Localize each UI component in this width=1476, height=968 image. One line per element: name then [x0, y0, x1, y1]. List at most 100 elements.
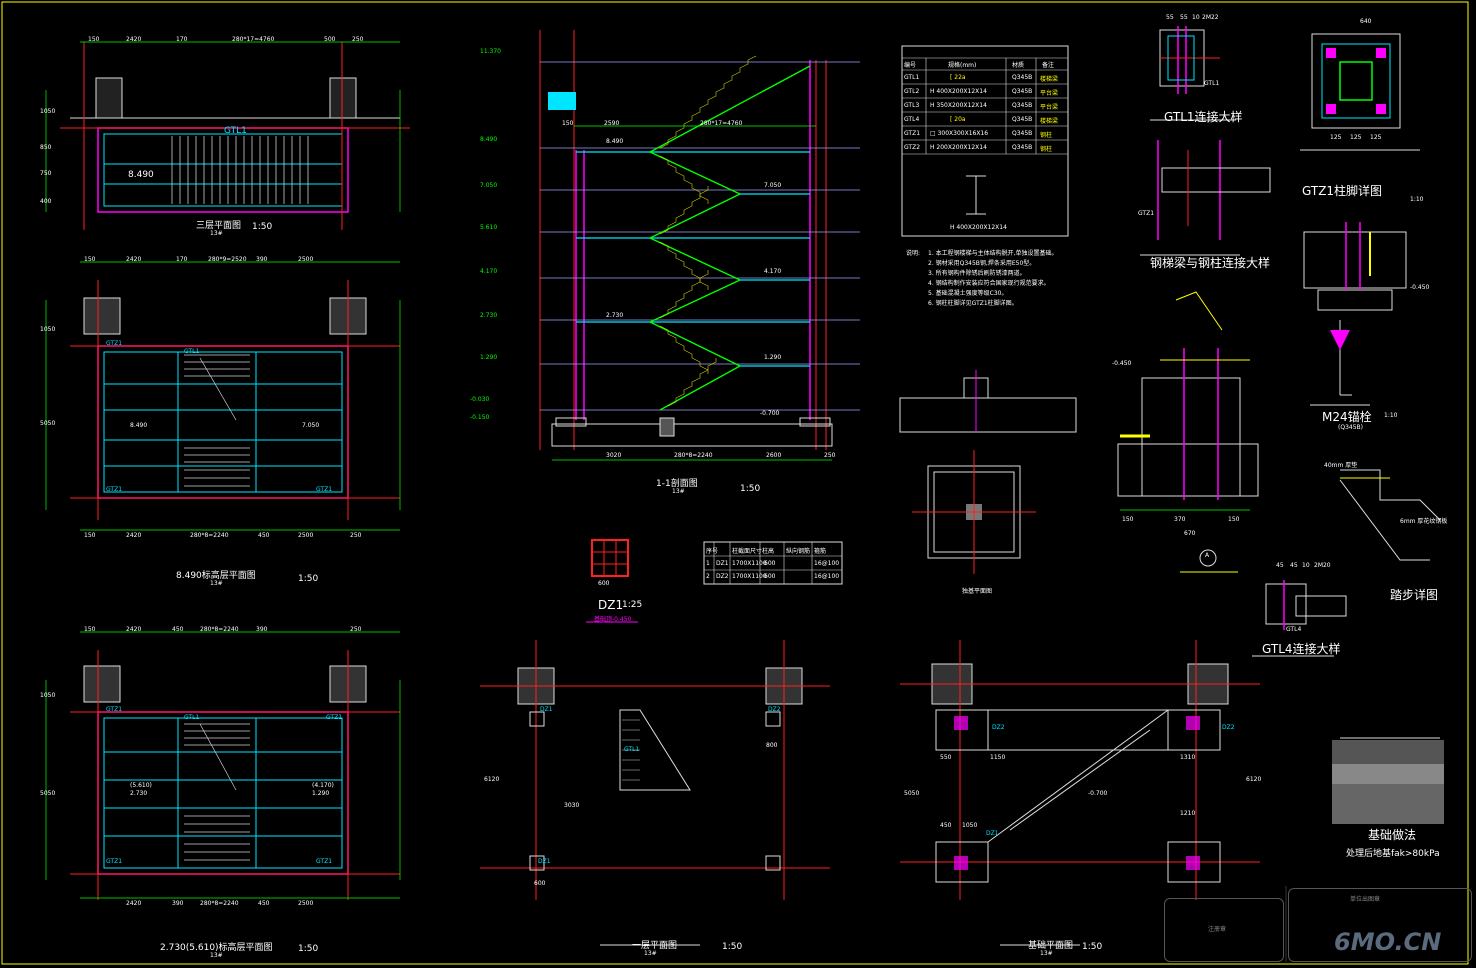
sec-dim-b3: 250: [824, 452, 836, 459]
fd-dz1: DZ1: [986, 830, 999, 837]
gtz1-scale: 1:10: [1410, 196, 1424, 203]
section-A: A: [1205, 552, 1210, 559]
m24-scale: 1:10: [1384, 412, 1398, 419]
mt-h1: 规格(mm): [948, 62, 977, 69]
level-11370: 11.370: [480, 48, 501, 55]
member-gtl1-p3: GTL1: [184, 714, 200, 721]
p2b-dim-3: 450: [258, 532, 270, 539]
mt-r3c2: Q345B: [1012, 116, 1033, 123]
dzt-h3: 纵向钢筋: [786, 548, 811, 555]
plan2-level-a: 8.490: [130, 422, 148, 429]
p2-side-0: 1050: [40, 326, 56, 333]
mt-r0c1: [ 22a: [950, 74, 966, 81]
member-gtz1-p2c: GTZ1: [316, 486, 333, 493]
dzt-r0c1: DZ1: [716, 560, 729, 567]
sec-level-4170: 4.170: [764, 268, 782, 275]
ff-gtl1: GTL1: [624, 746, 640, 753]
detail-gtl1: [1150, 26, 1236, 121]
dz1-scale: 1:25: [622, 600, 643, 610]
p1-dim-5: 250: [352, 36, 364, 43]
gtz1-dim-1: 125: [1330, 134, 1342, 141]
plan2-title: 8.490标高层平面图: [176, 571, 256, 581]
mt-r0c3: 楼梯梁: [1040, 76, 1059, 83]
dzt-r0c2: 1700X1100: [732, 560, 767, 567]
p2-dim-1: 2420: [126, 256, 142, 263]
gtz1-dim-2: 125: [1350, 134, 1362, 141]
mt-r5c3: 钢柱: [1040, 146, 1053, 153]
gtl4-dim-1: 45: [1290, 562, 1298, 569]
section-scale: 1:50: [740, 484, 761, 494]
footing-level-b: -0.450: [1410, 284, 1430, 291]
footing-level-a: -0.450: [1112, 360, 1132, 367]
level-m0030: -0.030: [470, 396, 490, 403]
gtl4-dim-2: 10: [1302, 562, 1310, 569]
plan3-scale: 1:50: [298, 944, 319, 954]
mt-r3c1: [ 20a: [950, 116, 966, 123]
plan-first-floor: [480, 640, 830, 946]
detail-footing-section: [1117, 291, 1259, 573]
detail-gtl4: [1252, 580, 1347, 657]
p2b-dim-2: 280*8=2240: [190, 532, 229, 539]
sec-dim-b0: 3020: [606, 452, 622, 459]
stamp-register: [1164, 898, 1284, 962]
ff-dim-3030: 3030: [564, 802, 580, 809]
mt-r3c3: 楼梯梁: [1040, 118, 1059, 125]
foundation-method-note: 处理后地基fak>80kPa: [1346, 849, 1440, 859]
mt-r2c0: GTL3: [904, 102, 920, 109]
dzt-r1c4: 16@100: [814, 573, 840, 580]
member-gtz1-p2b: GTZ1: [106, 486, 123, 493]
stamp-right-title: 单位出图章: [1350, 896, 1381, 903]
member-label-gtl1-top: GTL1: [224, 126, 247, 136]
ff-dim-800: 800: [766, 742, 778, 749]
plan3-level-c: (4.170): [312, 782, 334, 789]
gtl1-dim-3: 2M22: [1202, 14, 1219, 21]
p2b-dim-4: 2500: [298, 532, 314, 539]
gtl1-dim-0: 55: [1166, 14, 1174, 21]
gtz1-dim-3: 125: [1370, 134, 1382, 141]
note-5: 6. 钢柱柱脚详见GTZ1柱脚详图。: [928, 300, 1018, 307]
sec-dim-top: 280*17=4760: [700, 120, 743, 127]
member-gtz1-p3b: GTZ1: [106, 858, 123, 865]
ff-dz1b: DZ1: [538, 858, 551, 865]
mt-r0c2: Q345B: [1012, 74, 1033, 81]
stamp-left-title: 注册章: [1208, 926, 1227, 933]
sec-dim-top2: 2590: [604, 120, 620, 127]
ff-dz2: DZ2: [768, 706, 781, 713]
step-note2: 6mm 厚花纹钢板: [1400, 518, 1448, 525]
mt-r0c0: GTL1: [904, 74, 920, 81]
p2b-dim-1: 2420: [126, 532, 142, 539]
p2-dim-5: 2500: [298, 256, 314, 263]
fd-level: -0.700: [1088, 790, 1108, 797]
mt-h2: 材质: [1012, 62, 1025, 69]
fd-dim-6120: 6120: [1246, 776, 1262, 783]
p1-dim-0: 150: [88, 36, 100, 43]
note-3: 4. 钢结构制作安装应符合国家现行规范要求。: [928, 280, 1050, 287]
note-1: 2. 钢材采用Q345B钢,焊条采用E50型。: [928, 260, 1036, 267]
p2-side-1: 5050: [40, 420, 56, 427]
p2b-dim-0: 150: [84, 532, 96, 539]
dzt-r0c0: 1: [706, 560, 710, 567]
detail-footing-small: [899, 370, 1077, 574]
mt-r1c3: 平台梁: [1040, 90, 1059, 97]
stamp-unit: [1288, 888, 1472, 962]
p3b-dim-3: 450: [258, 900, 270, 907]
mt-section-label: H 400X200X12X14: [950, 224, 1007, 231]
notes-title: 说明:: [906, 250, 921, 257]
p1-dim-3: 280*17=4760: [232, 36, 275, 43]
plan-2730: [45, 631, 401, 900]
detail-foundation-method: [1332, 737, 1444, 824]
level-7050: 7.050: [480, 182, 498, 189]
p3-dim-4: 390: [256, 626, 268, 633]
mt-r3c0: GTL4: [904, 116, 920, 123]
ff-dim-600: 600: [534, 880, 546, 887]
p1-dim-4: 500: [324, 36, 336, 43]
mt-r4c2: Q345B: [1012, 130, 1033, 137]
gtl4-member: GTL4: [1286, 626, 1302, 633]
step-note1: 40mm 厚垫: [1324, 462, 1358, 469]
note-0: 1. 本工程钢楼梯与主体结构脱开,单独设置基础。: [928, 250, 1058, 257]
footing-plan-title: 独基平面图: [962, 588, 993, 595]
footing-dim-0: 150: [1122, 516, 1134, 523]
gtz1-title: GTZ1柱脚详图: [1302, 184, 1383, 198]
member-gtz1-p2: GTZ1: [106, 340, 123, 347]
